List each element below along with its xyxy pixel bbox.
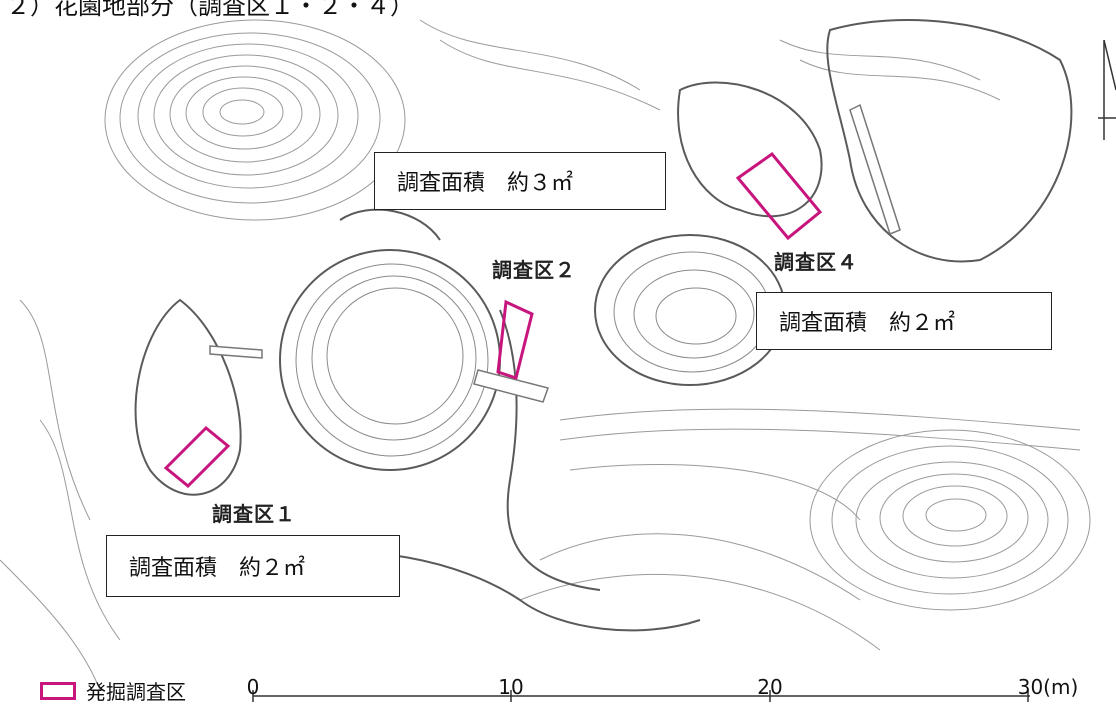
excavation-area-4 (735, 151, 823, 241)
area-label-zone-2: 調査面積 約３㎡ (374, 152, 666, 210)
legend: 発掘調査区 (40, 676, 186, 705)
scale-tick-20: 20 (757, 675, 783, 699)
legend-swatch (40, 681, 76, 700)
scale-bar (252, 690, 1030, 702)
scale-tick-30: 30(m) (1017, 675, 1079, 699)
excavation-areas (163, 151, 823, 489)
north-arrow (1098, 39, 1116, 140)
zone-label-4: 調査区４ (774, 250, 858, 274)
page-title: ２）花園地部分（調査区１・２・４） (6, 0, 414, 20)
area-label-zone-4: 調査面積 約２㎡ (756, 292, 1052, 350)
contour-lines (0, 19, 1091, 691)
scale-tick-10: 10 (498, 675, 524, 699)
excavation-area-2 (496, 299, 534, 380)
bridges (209, 103, 901, 403)
zone-label-2: 調査区２ (492, 258, 576, 282)
zone-label-1: 調査区１ (212, 502, 296, 526)
area-label-zone-1: 調査面積 約２㎡ (106, 535, 400, 597)
scale-tick-0: 0 (246, 675, 260, 699)
legend-label: 発掘調査区 (86, 680, 186, 704)
excavation-area-1 (163, 425, 231, 489)
